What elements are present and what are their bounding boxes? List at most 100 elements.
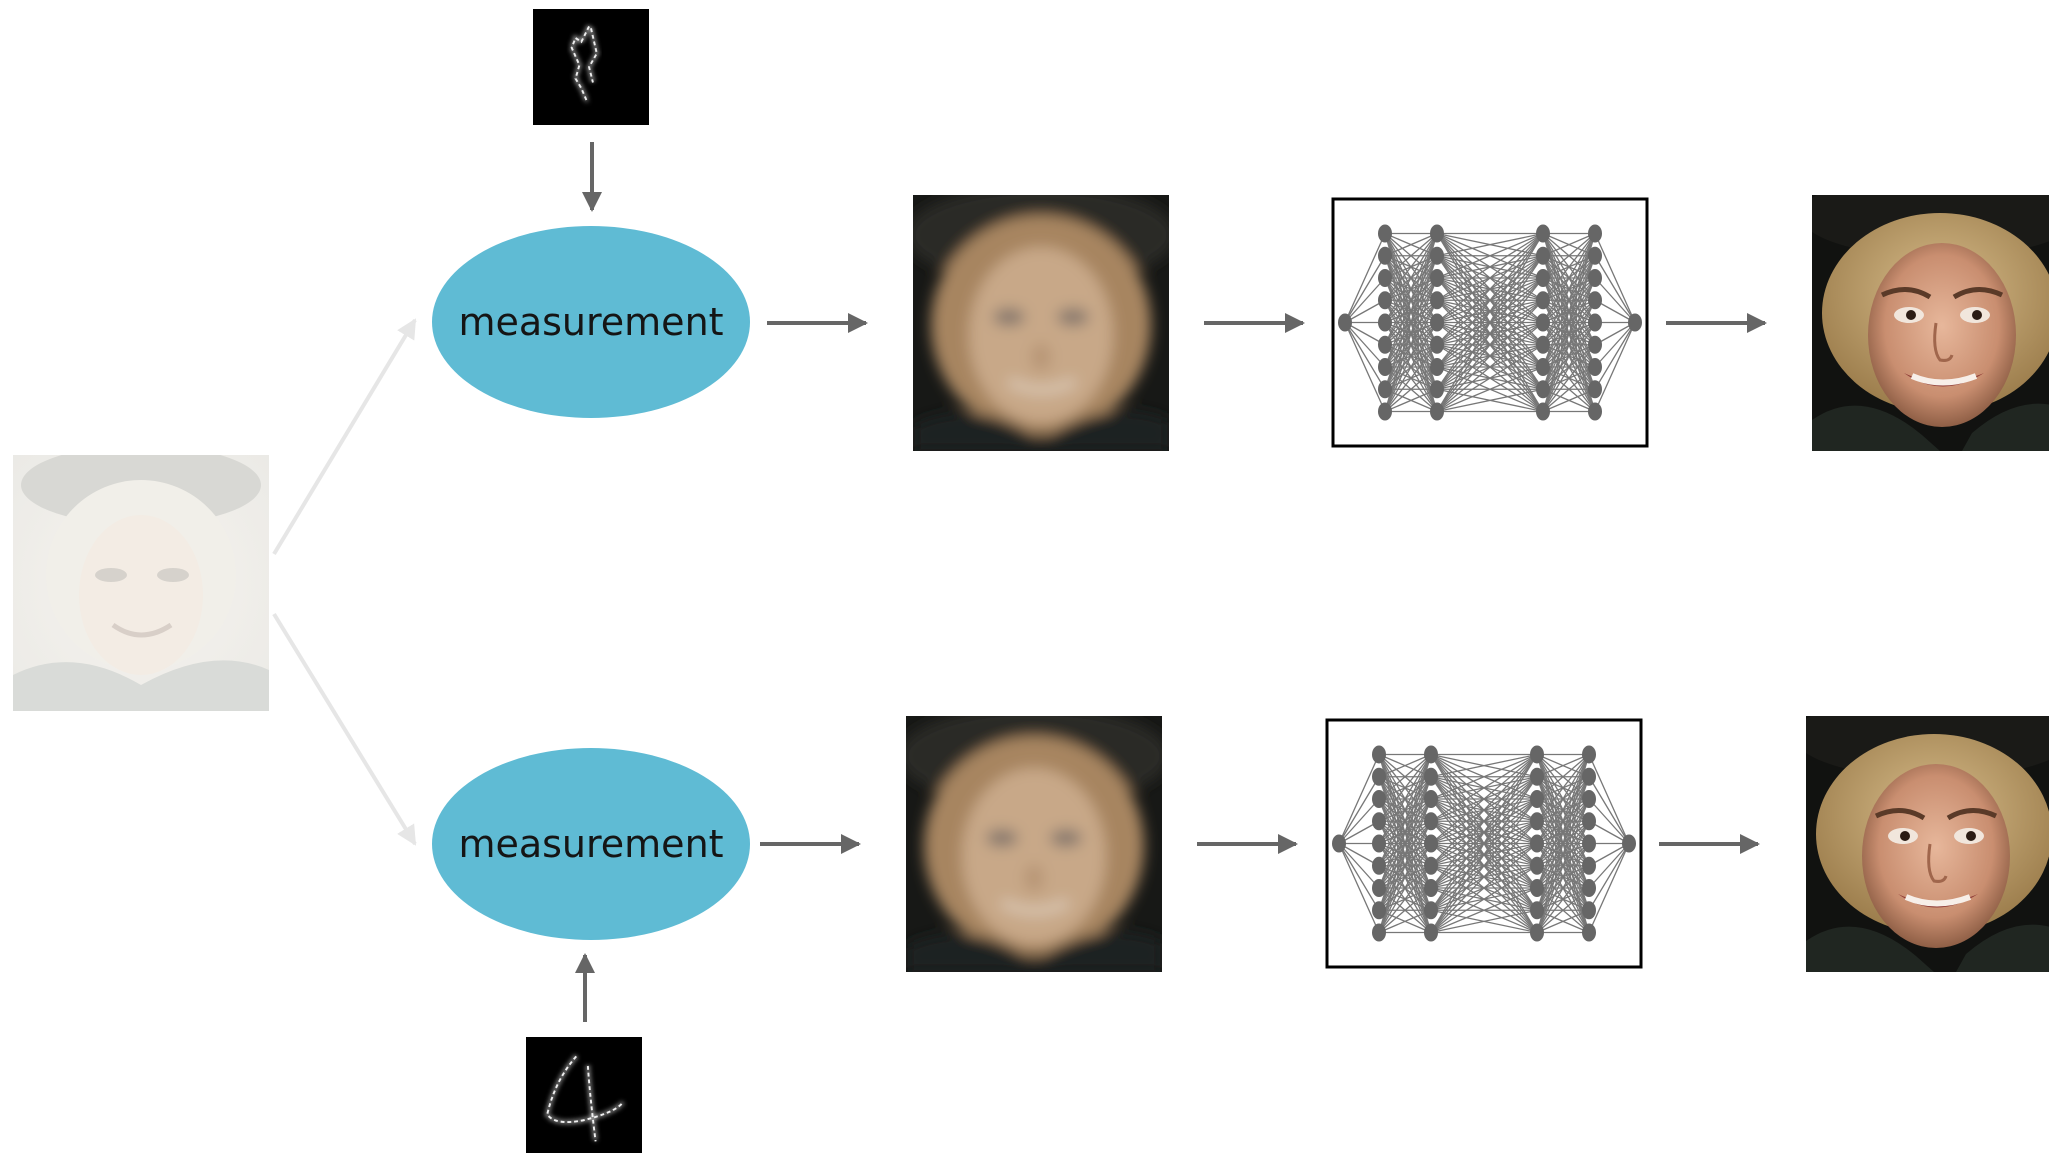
network-edge (1338, 843, 1380, 911)
network-edges (1338, 753, 1630, 934)
network-edge (1430, 776, 1538, 933)
network-edge (1536, 754, 1590, 889)
network-node (1430, 313, 1444, 332)
network-edge (1536, 909, 1590, 934)
network-node (1582, 923, 1596, 942)
measurement-label: measurement (458, 822, 723, 866)
handwritten-digit-mask-icon (526, 1037, 642, 1153)
network-edge (1542, 233, 1596, 412)
network-node (1582, 856, 1596, 875)
network-node (1372, 879, 1386, 897)
network-node (1588, 313, 1602, 332)
network-edge (1344, 255, 1386, 323)
reconstructed-face-icon (1800, 173, 2049, 451)
network-edge (1536, 754, 1590, 844)
network-edge (1536, 887, 1590, 933)
network-edge (1588, 843, 1630, 933)
network-edge (1344, 321, 1386, 346)
network-node (1372, 856, 1386, 875)
network-edge (1536, 798, 1590, 933)
network-edge (1542, 233, 1596, 368)
network-edge (1378, 776, 1432, 933)
network-edge (1542, 388, 1596, 413)
network-edge (1436, 322, 1544, 412)
network-node (1588, 358, 1602, 376)
network-node (1378, 246, 1392, 265)
network-edge (1378, 754, 1432, 889)
network-edge (1338, 843, 1380, 889)
network-edge (1430, 754, 1538, 867)
network-edge (1378, 798, 1432, 933)
network-edge (1594, 255, 1636, 323)
network-edge (1536, 843, 1590, 933)
network-node (1582, 745, 1596, 764)
network-edge (1430, 798, 1538, 933)
network-edge (1542, 233, 1596, 390)
network-edge (1344, 277, 1386, 323)
network-node (1372, 745, 1386, 764)
network-edge (1436, 233, 1544, 412)
network-edge (1594, 277, 1636, 323)
network-edge (1338, 843, 1380, 933)
network-edge (1536, 820, 1590, 933)
network-node (1430, 358, 1444, 376)
network-node (1372, 901, 1386, 920)
network-edge (1594, 322, 1636, 412)
network-edge (1436, 233, 1544, 390)
network-node (1530, 923, 1544, 942)
network-edge (1378, 754, 1432, 822)
network-node (1378, 313, 1392, 332)
network-node (1588, 224, 1602, 243)
network-edge (1436, 277, 1544, 412)
network-node (1424, 901, 1438, 920)
network-edge (1542, 299, 1596, 412)
network-edge (1588, 776, 1630, 844)
network-node (1378, 380, 1392, 399)
network-edge (1542, 233, 1596, 279)
network-edge (1594, 233, 1636, 323)
network-edge (1338, 776, 1380, 844)
reconstructed-face-icon (1794, 694, 2049, 972)
network-edge (1436, 232, 1544, 279)
handwritten-digit-mask-icon (533, 9, 649, 125)
network-edge (1430, 865, 1538, 934)
network-edge (1542, 233, 1596, 301)
network-node (1536, 224, 1550, 243)
network-edge (1378, 843, 1432, 933)
input-to-top-arrow (272, 318, 417, 556)
network-node (1372, 812, 1386, 831)
network-edge (1436, 366, 1544, 413)
network-node (1588, 335, 1602, 354)
network-edge (1430, 753, 1538, 800)
network-node (1430, 224, 1444, 243)
network-edge (1594, 322, 1636, 368)
network-edge (1588, 820, 1630, 845)
network-node (1588, 402, 1602, 421)
network-edge (1542, 322, 1596, 412)
network-edge (1594, 322, 1636, 390)
network-node (1628, 313, 1642, 332)
network-node (1430, 335, 1444, 354)
network-edge (1436, 255, 1544, 412)
network-node (1378, 335, 1392, 354)
network-edge (1378, 865, 1432, 933)
network-edge (1344, 322, 1386, 412)
network-edge (1378, 887, 1432, 933)
network-edge (1588, 754, 1630, 844)
input-to-bottom-arrow (272, 612, 417, 846)
network-node (1582, 790, 1596, 808)
network-node (1536, 246, 1550, 265)
top-pipeline: measurement (432, 9, 2049, 451)
network-node (1332, 834, 1346, 853)
network-edge (1378, 754, 1432, 911)
network-edge (1542, 233, 1596, 346)
network-edge (1338, 798, 1380, 844)
network-node (1424, 745, 1438, 764)
network-node (1536, 402, 1550, 421)
measurement-label: measurement (458, 300, 723, 344)
network-node (1338, 313, 1352, 332)
network-edge (1542, 277, 1596, 412)
network-edge (1430, 843, 1538, 933)
network-edges (1344, 232, 1636, 413)
